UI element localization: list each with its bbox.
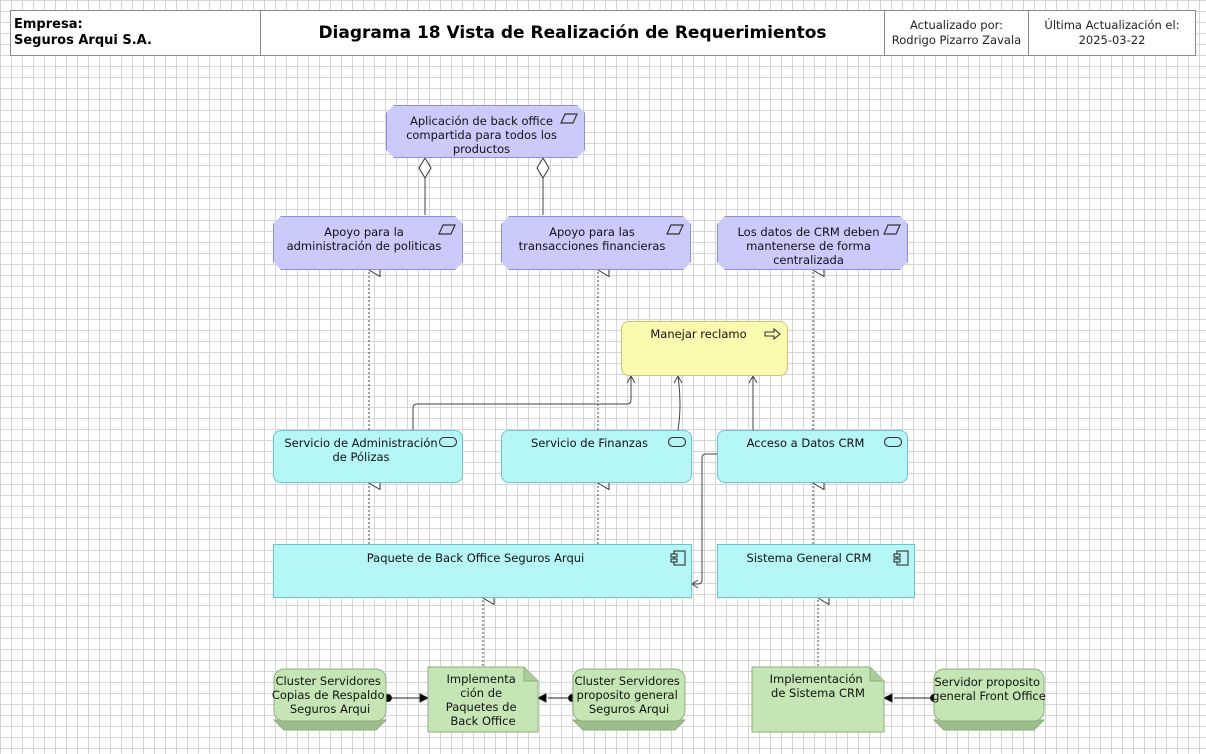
requirement-backoffice-label: Aplicación de back office compartida par…: [406, 114, 557, 156]
aggregation-connectors: [418, 157, 550, 215]
node-cluster-general-label: Cluster Servidores proposito general Seg…: [574, 674, 683, 716]
updated-by-value: Rodrigo Pizarro Zavala: [891, 33, 1022, 47]
label-line-4: Back Office: [450, 714, 515, 728]
requirement-financieras[interactable]: Apoyo para las transacciones financieras: [501, 216, 691, 270]
title-cell: Diagrama 18 Vista de Realización de Requ…: [261, 11, 885, 55]
service-finanzas-label: Servicio de Finanzas: [530, 436, 649, 450]
parallelogram-icon: [666, 224, 684, 235]
component-paquete-backoffice[interactable]: Paquete de Back Office Seguros Arqui: [273, 544, 692, 598]
parallelogram-icon: [438, 224, 456, 235]
artifact-sistema-crm[interactable]: Implementación de Sistema CRM: [751, 666, 885, 733]
node-cluster-respaldo[interactable]: Cluster Servidores Copias de Respaldo Se…: [272, 668, 388, 731]
serving-arrowhead-polizas: [626, 374, 636, 384]
label-line-2: proposito general: [577, 688, 678, 702]
service-finanzas[interactable]: Servicio de Finanzas: [501, 430, 692, 483]
requirement-politicas-label: Apoyo para la administración de politica…: [286, 225, 442, 253]
label-line-2: general Front Office: [932, 689, 1046, 703]
requirement-politicas[interactable]: Apoyo para la administración de politica…: [273, 216, 463, 270]
process-manejar-reclamo[interactable]: Manejar reclamo: [621, 321, 788, 376]
label-line-3: Paquetes de: [446, 700, 517, 714]
serving-connectors: [412, 374, 758, 589]
assignment-arrow-front: [882, 693, 893, 703]
label-line-1: Servidor proposito: [934, 675, 1040, 689]
label-line-2: ción de: [460, 686, 502, 700]
process-reclamo-label: Manejar reclamo: [650, 327, 747, 341]
artifact-paquetes-backoffice[interactable]: Implementa ción de Paquetes de Back Offi…: [427, 666, 539, 733]
company-label: Empresa:: [14, 17, 83, 32]
requirement-financieras-label: Apoyo para las transacciones financieras: [518, 225, 666, 253]
service-acceso-datos-crm[interactable]: Acceso a Datos CRM: [717, 430, 908, 483]
node-front-label: Servidor proposito general Front Office: [932, 675, 1046, 703]
artifact-paquetes-label: Implementa ción de Paquetes de Back Offi…: [446, 672, 520, 728]
label-line-1: Implementación: [770, 672, 863, 686]
node-face: [572, 668, 686, 722]
service-crm-label: Acceso a Datos CRM: [746, 436, 865, 450]
requirement-backoffice-shared[interactable]: Aplicación de back office compartida par…: [386, 105, 585, 158]
requirement-crm-label: Los datos de CRM deben mantenerse de for…: [737, 225, 880, 267]
last-update-cell: Última Actualización el: 2025-03-22: [1029, 11, 1195, 55]
label-line-2: de Sistema CRM: [771, 686, 865, 700]
node-cluster-general[interactable]: Cluster Servidores proposito general Seg…: [571, 668, 687, 731]
node-face: [273, 668, 387, 722]
diagram-title: Diagrama 18 Vista de Realización de Requ…: [318, 23, 827, 43]
label-line-3: Seguros Arqui: [290, 702, 370, 716]
assignment-arrow-general: [536, 693, 547, 703]
artifact-fold: [523, 667, 538, 682]
rounded-pill-icon: [438, 436, 458, 448]
assignment-arrow-respaldo: [419, 693, 430, 703]
serving-finanzas-to-reclamo: [677, 375, 681, 431]
node-cluster-respaldo-label: Cluster Servidores Copias de Respaldo Se…: [272, 674, 388, 716]
component-icon: [893, 550, 909, 566]
aggregation-diamond-politicas: [418, 157, 432, 179]
last-update-label: Última Actualización el:: [1044, 18, 1180, 32]
updated-by-cell: Actualizado por: Rodrigo Pizarro Zavala: [885, 11, 1029, 55]
artifact-body: [751, 666, 885, 733]
serving-crm-to-backoffice: [692, 453, 717, 585]
label-line-2: Copias de Respaldo: [272, 688, 385, 702]
artifact-fold: [869, 667, 884, 682]
label-line-3: Seguros Arqui: [589, 702, 669, 716]
company-name: Seguros Arqui S.A.: [14, 33, 152, 48]
rounded-pill-icon: [667, 436, 687, 448]
artifact-crm-label: Implementación de Sistema CRM: [770, 672, 867, 700]
service-administracion-polizas[interactable]: Servicio de Administración de Pólizas: [273, 430, 463, 483]
last-update-value: 2025-03-22: [1078, 33, 1146, 47]
label-line-1: Implementa: [447, 672, 516, 686]
realization-connectors: [368, 270, 818, 666]
serving-arrowhead-crm: [748, 374, 758, 384]
component-sistema-general-crm[interactable]: Sistema General CRM: [717, 544, 915, 598]
company-cell: Empresa: Seguros Arqui S.A.: [11, 11, 261, 55]
component-icon: [670, 550, 686, 566]
arrow-right-icon: [764, 328, 781, 340]
label-line-1: Cluster Servidores: [574, 674, 679, 688]
component-backoffice-label: Paquete de Back Office Seguros Arqui: [366, 551, 585, 565]
service-polizas-label: Servicio de Administración de Pólizas: [284, 436, 438, 464]
node-face: [933, 668, 1045, 722]
label-line-1: Cluster Servidores: [275, 674, 380, 688]
aggregation-diamond-financieras: [536, 157, 550, 179]
diagram-header: Empresa: Seguros Arqui S.A. Diagrama 18 …: [10, 10, 1196, 56]
requirement-crm-centralizado[interactable]: Los datos de CRM deben mantenerse de for…: [717, 216, 908, 270]
artifact-body: [427, 666, 539, 733]
serving-arrowhead-backoffice: [691, 579, 699, 589]
parallelogram-icon: [560, 113, 578, 124]
component-crm-label: Sistema General CRM: [746, 551, 872, 565]
rounded-pill-icon: [883, 436, 903, 448]
node-front-office[interactable]: Servidor proposito general Front Office: [932, 668, 1046, 731]
serving-polizas-to-reclamo: [412, 376, 632, 430]
serving-arrowhead-finanzas: [673, 374, 683, 384]
parallelogram-icon: [883, 224, 901, 235]
updated-by-label: Actualizado por:: [909, 18, 1004, 32]
